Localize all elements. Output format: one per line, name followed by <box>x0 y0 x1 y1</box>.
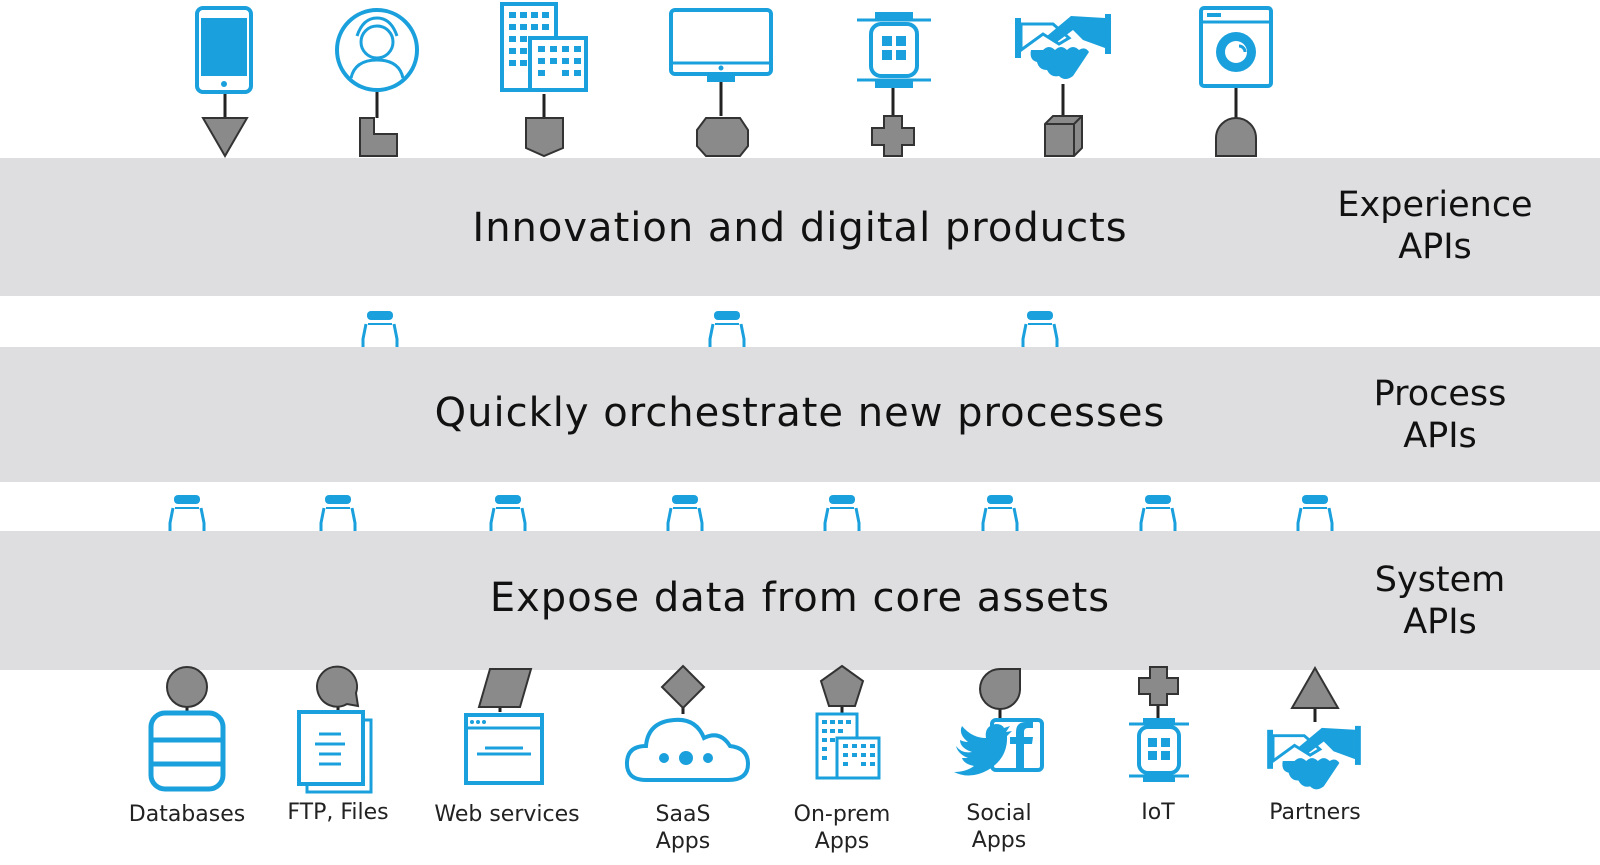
office-buildings-icon <box>500 2 588 92</box>
system-layer-band <box>0 531 1600 670</box>
circle-connector <box>166 666 208 708</box>
experience-layer-band <box>0 158 1600 296</box>
source-connectors <box>166 664 1340 722</box>
source-label-ftp-files: FTP, Files <box>287 800 389 825</box>
leaf-connector <box>979 668 1021 710</box>
handshake-icon <box>1015 14 1111 79</box>
smartwatch-icon <box>1129 718 1189 782</box>
office-buildings-icon <box>815 712 881 780</box>
dome-connector <box>1215 117 1257 157</box>
shield-connector <box>525 117 564 158</box>
triangle-down-connector <box>201 117 249 158</box>
smartwatch-icon <box>857 12 931 88</box>
parallelogram-connector <box>477 668 533 708</box>
handshake-icon <box>1267 725 1361 790</box>
washing-machine-icon <box>1199 6 1273 88</box>
source-label-iot: IoT <box>1141 800 1175 825</box>
cross-connector <box>871 115 915 157</box>
triangle-up-connector <box>1290 665 1340 709</box>
process-layer-title: Quickly orchestrate new processes <box>434 390 1166 436</box>
source-label-partners: Partners <box>1269 800 1361 825</box>
web-browser-icon <box>464 713 544 785</box>
smartphone-icon <box>195 6 253 94</box>
experience-layer-title: Innovation and digital products <box>472 205 1128 251</box>
social-media-icon <box>954 718 1044 776</box>
process-layer-band <box>0 347 1600 482</box>
source-label-web-services: Web services <box>434 802 580 827</box>
cube-connector <box>1044 115 1083 157</box>
diamond-connector <box>660 664 706 710</box>
circle-q-connector <box>316 665 360 708</box>
user-profile-icon <box>335 8 419 92</box>
files-icon <box>297 710 373 794</box>
octagon-connector <box>696 117 749 157</box>
desktop-monitor-icon <box>669 8 773 82</box>
source-label-databases: Databases <box>128 802 246 827</box>
cross-connector-bottom <box>1138 666 1179 706</box>
l-shape-connector <box>359 117 398 157</box>
cloud-icon <box>624 717 751 782</box>
database-icon <box>148 710 226 792</box>
pentagon-connector <box>819 664 865 707</box>
consumer-connectors <box>201 82 1257 158</box>
system-layer-title: Expose data from core assets <box>489 575 1111 621</box>
